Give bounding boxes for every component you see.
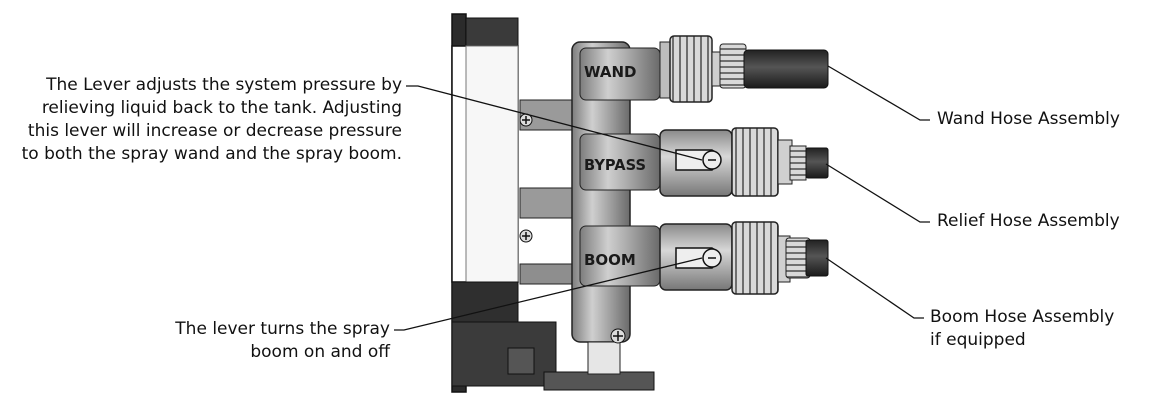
wand-outlet <box>659 35 829 103</box>
leader-lever-pressure <box>406 85 703 161</box>
leader-relief-hose <box>825 163 930 223</box>
boom-hose-callout: Boom Hose Assembly if equipped <box>930 306 1114 352</box>
mounting-bracket <box>451 13 655 393</box>
boom-label: BOOM <box>584 251 636 269</box>
bypass-label: BYPASS <box>584 156 646 174</box>
lever-pressure-line-1: The Lever adjusts the system pressure by <box>46 75 402 95</box>
lever-pressure-line-2: relieving liquid back to the tank. Adjus… <box>41 98 402 118</box>
wand-hose-callout: Wand Hose Assembly <box>937 109 1120 129</box>
lever-pressure-line-4: to both the spray wand and the spray boo… <box>21 144 402 164</box>
lever-boom-line-2: boom on and off <box>250 342 390 362</box>
leader-lines <box>394 65 930 331</box>
leader-boom-hose <box>825 257 924 319</box>
boom-valve <box>659 221 829 295</box>
lever-pressure-line-3: this lever will increase or decrease pre… <box>27 121 402 141</box>
lever-boom-callout: The lever turns the spray boom on and of… <box>175 318 390 364</box>
leader-lever-boom <box>394 257 703 331</box>
leader-wand-hose <box>827 65 930 121</box>
boom-hose-line-1: Boom Hose Assembly <box>930 307 1115 327</box>
wand-label: WAND <box>584 63 637 81</box>
manifold-body <box>519 41 661 375</box>
boom-hose-line-2: if equipped <box>930 330 1026 350</box>
valve-labels: WAND BYPASS BOOM <box>584 63 646 269</box>
lever-boom-line-1: The lever turns the spray <box>175 319 390 339</box>
relief-hose-callout: Relief Hose Assembly <box>937 211 1120 231</box>
bypass-valve <box>659 127 829 197</box>
lever-pressure-callout: The Lever adjusts the system pressure by… <box>22 74 402 166</box>
